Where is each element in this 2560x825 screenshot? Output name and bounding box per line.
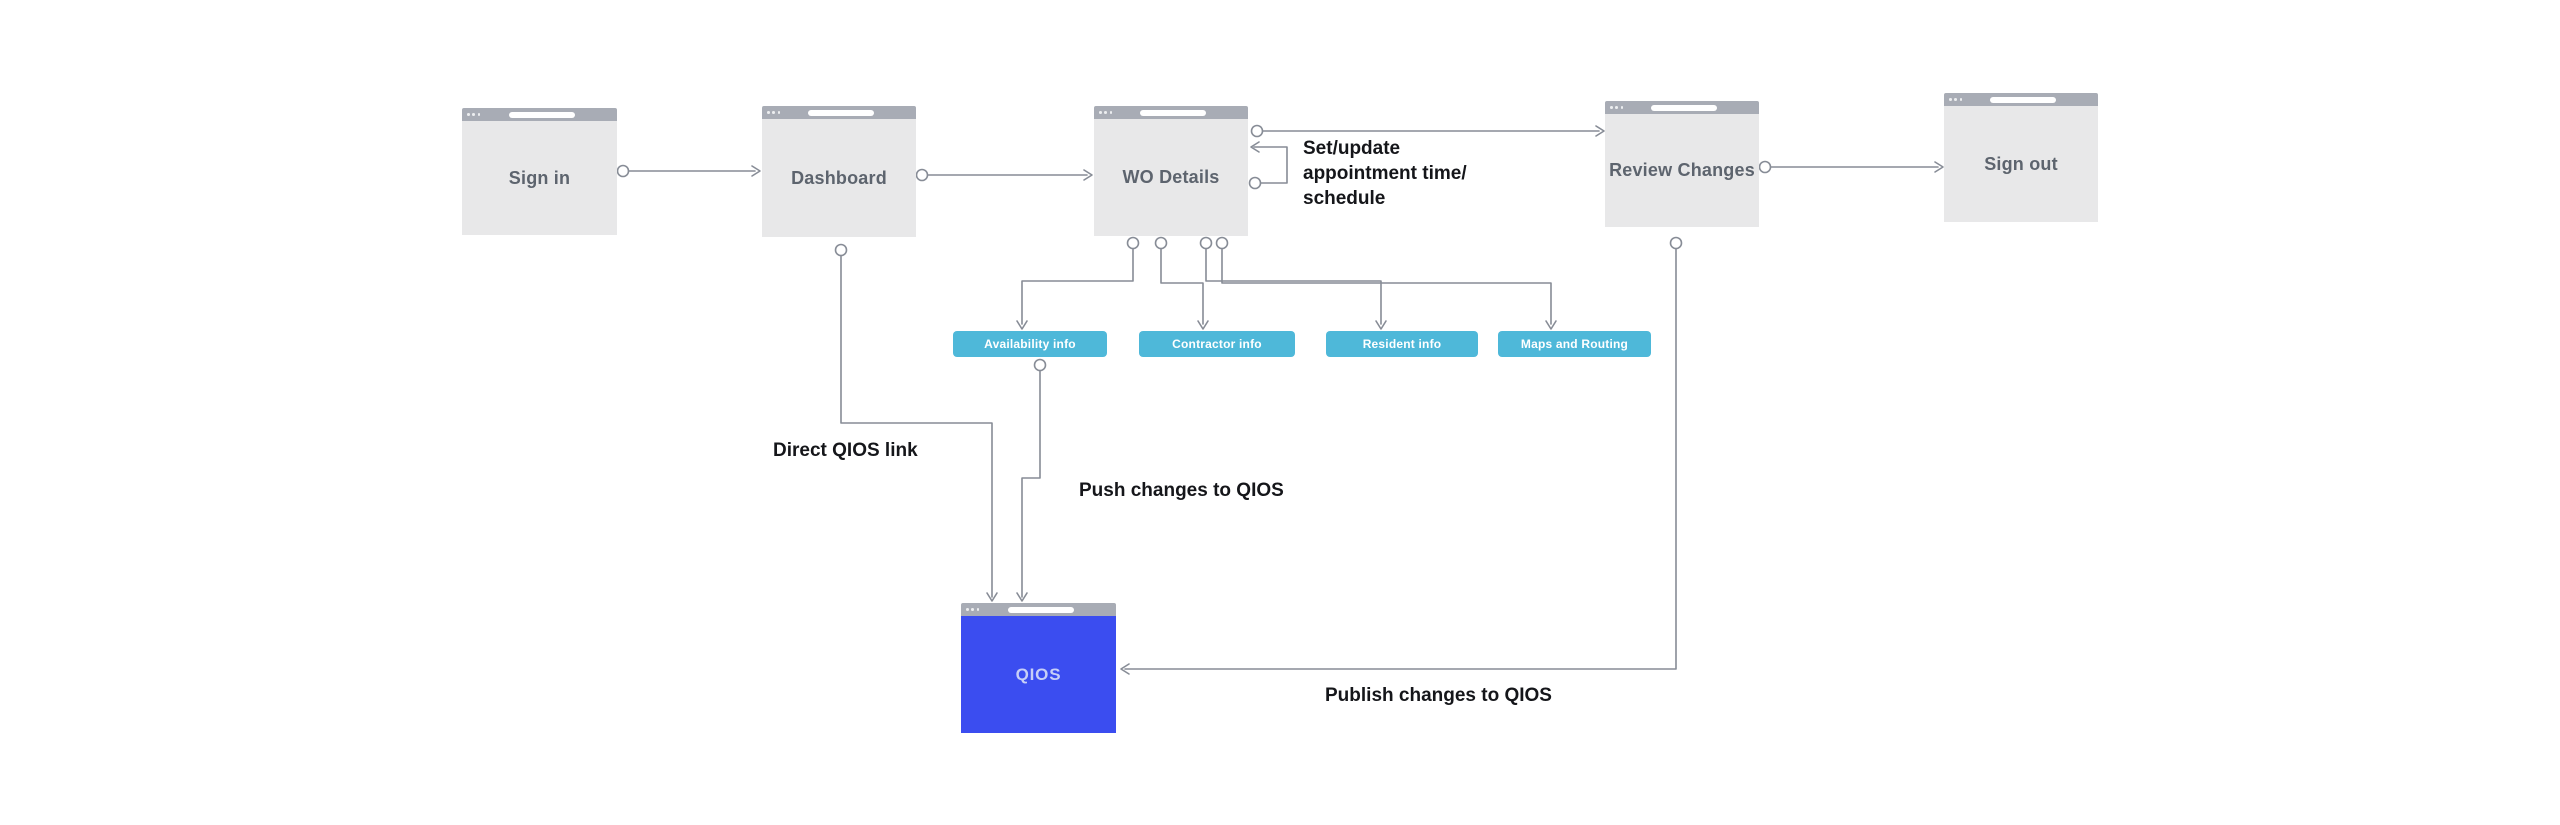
edge-wodetails-to-resident bbox=[1199, 236, 1387, 330]
window-body: Review Changes bbox=[1605, 114, 1759, 227]
label-line: appointment time/ bbox=[1303, 163, 1467, 184]
browser-header bbox=[961, 603, 1116, 616]
node-sign-in[interactable]: Sign in bbox=[462, 108, 617, 235]
url-bar bbox=[1007, 606, 1075, 613]
edge-wodetails-to-contractor bbox=[1154, 236, 1209, 330]
sub-box-label: Contractor info bbox=[1172, 337, 1262, 351]
edge-wodetails-to-availability bbox=[1016, 236, 1140, 330]
url-bar bbox=[1651, 104, 1718, 111]
edge-wodetails-to-maps bbox=[1215, 236, 1557, 330]
url-bar bbox=[1990, 96, 2057, 103]
window-title: Sign in bbox=[508, 167, 571, 188]
url-bar bbox=[1140, 109, 1207, 116]
window-dots-icon bbox=[966, 608, 980, 611]
window-dots-icon bbox=[467, 113, 481, 116]
node-sign-out[interactable]: Sign out bbox=[1944, 93, 2098, 222]
node-review-changes[interactable]: Review Changes bbox=[1605, 101, 1759, 227]
sub-box-label: Maps and Routing bbox=[1520, 337, 1629, 351]
browser-header bbox=[1944, 93, 2098, 106]
window-dots-icon bbox=[1610, 106, 1624, 109]
browser-header bbox=[462, 108, 617, 121]
edge-wodetails-selfloop bbox=[1248, 141, 1288, 190]
label-set-update-appointment: Set/update appointment time/ schedule bbox=[1303, 136, 1467, 211]
window-title: Dashboard bbox=[791, 167, 887, 188]
label-line: schedule bbox=[1303, 188, 1386, 209]
sub-box-label: Resident info bbox=[1362, 337, 1442, 351]
label-publish-changes: Publish changes to QIOS bbox=[1325, 685, 1552, 706]
window-title: QIOS bbox=[1015, 664, 1062, 684]
url-bar bbox=[808, 109, 875, 116]
window-dots-icon bbox=[767, 111, 781, 114]
node-availability-info[interactable]: Availability info bbox=[953, 331, 1107, 357]
window-title: Sign out bbox=[1984, 153, 2058, 174]
node-wo-details[interactable]: WO Details bbox=[1094, 106, 1248, 236]
browser-header bbox=[1605, 101, 1759, 114]
window-dots-icon bbox=[1949, 98, 1963, 101]
window-body: QIOS bbox=[961, 616, 1116, 733]
node-resident-info[interactable]: Resident info bbox=[1326, 331, 1478, 357]
browser-header bbox=[762, 106, 916, 119]
window-title: WO Details bbox=[1122, 167, 1220, 187]
window-body: Sign in bbox=[462, 121, 617, 235]
edge-reviewchanges-to-qios bbox=[1120, 236, 1683, 675]
window-dots-icon bbox=[1099, 111, 1113, 114]
edge-dashboard-to-qios bbox=[834, 243, 998, 602]
edge-dashboard-to-wodetails bbox=[915, 168, 1093, 182]
window-body: WO Details bbox=[1094, 119, 1248, 236]
label-line: Set/update bbox=[1303, 138, 1401, 159]
window-body: Dashboard bbox=[762, 119, 916, 237]
edge-reviewchanges-to-signout bbox=[1758, 160, 1944, 174]
sub-box-label: Availability info bbox=[984, 337, 1076, 351]
url-bar bbox=[508, 111, 576, 118]
node-dashboard[interactable]: Dashboard bbox=[762, 106, 916, 237]
browser-header bbox=[1094, 106, 1248, 119]
edge-availability-to-qios bbox=[1016, 358, 1047, 602]
label-direct-qios-link: Direct QIOS link bbox=[773, 440, 918, 461]
label-push-changes: Push changes to QIOS bbox=[1079, 480, 1284, 501]
edge-signin-to-dashboard bbox=[616, 164, 761, 178]
window-title: Review Changes bbox=[1609, 160, 1755, 180]
edge-wodetails-to-reviewchanges bbox=[1250, 124, 1605, 138]
node-maps-and-routing[interactable]: Maps and Routing bbox=[1498, 331, 1651, 357]
node-qios[interactable]: QIOS bbox=[961, 603, 1116, 733]
window-body: Sign out bbox=[1944, 106, 2098, 222]
node-contractor-info[interactable]: Contractor info bbox=[1139, 331, 1295, 357]
